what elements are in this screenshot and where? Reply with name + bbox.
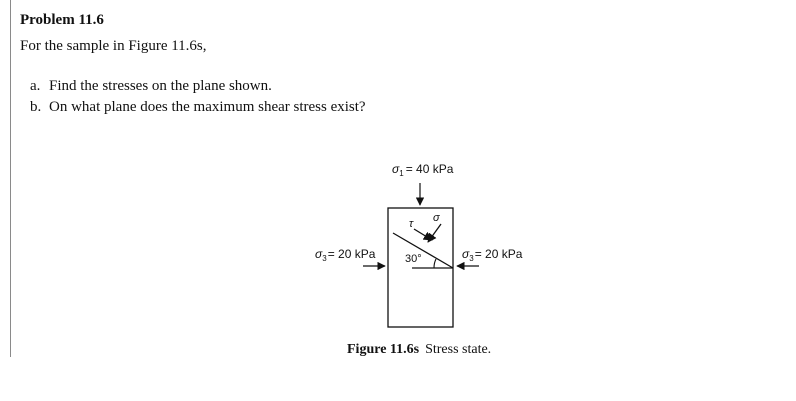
question-item-b: b. On what plane does the maximum shear s… [30, 97, 366, 118]
question-marker: a. [30, 78, 41, 94]
figure-caption-label: Figure 11.6s [347, 342, 420, 357]
question-marker: b. [30, 99, 42, 115]
angle-arc [433, 258, 437, 269]
question-text: On what plane does the maximum shear str… [49, 99, 366, 115]
figure-caption: Figure 11.6s Stress state. [347, 342, 491, 358]
sigma-plane-label: σ [433, 212, 440, 224]
problem-intro: For the sample in Figure 11.6s, [20, 38, 207, 54]
problem-title: Problem 11.6 [20, 12, 104, 28]
tau-label: τ [409, 218, 414, 230]
figure-caption-text: Stress state. [425, 342, 492, 357]
question-list: a.Find the stresses on the plane shown. … [30, 76, 366, 118]
left-margin-rule [10, 0, 11, 357]
sigma3-left-label: σ3= 20 kPa [315, 247, 376, 263]
sigma1-label: σ1= 40 kPa [392, 162, 454, 178]
sigma3-right-label: σ3= 20 kPa [462, 247, 523, 263]
angle-label: 30° [405, 253, 422, 265]
shear-stress-arrow [413, 228, 433, 241]
question-text: Find the stresses on the plane shown. [49, 78, 272, 94]
question-item-a: a. Find the stresses on the plane shown. [30, 76, 366, 97]
inclined-plane-line [392, 232, 454, 269]
